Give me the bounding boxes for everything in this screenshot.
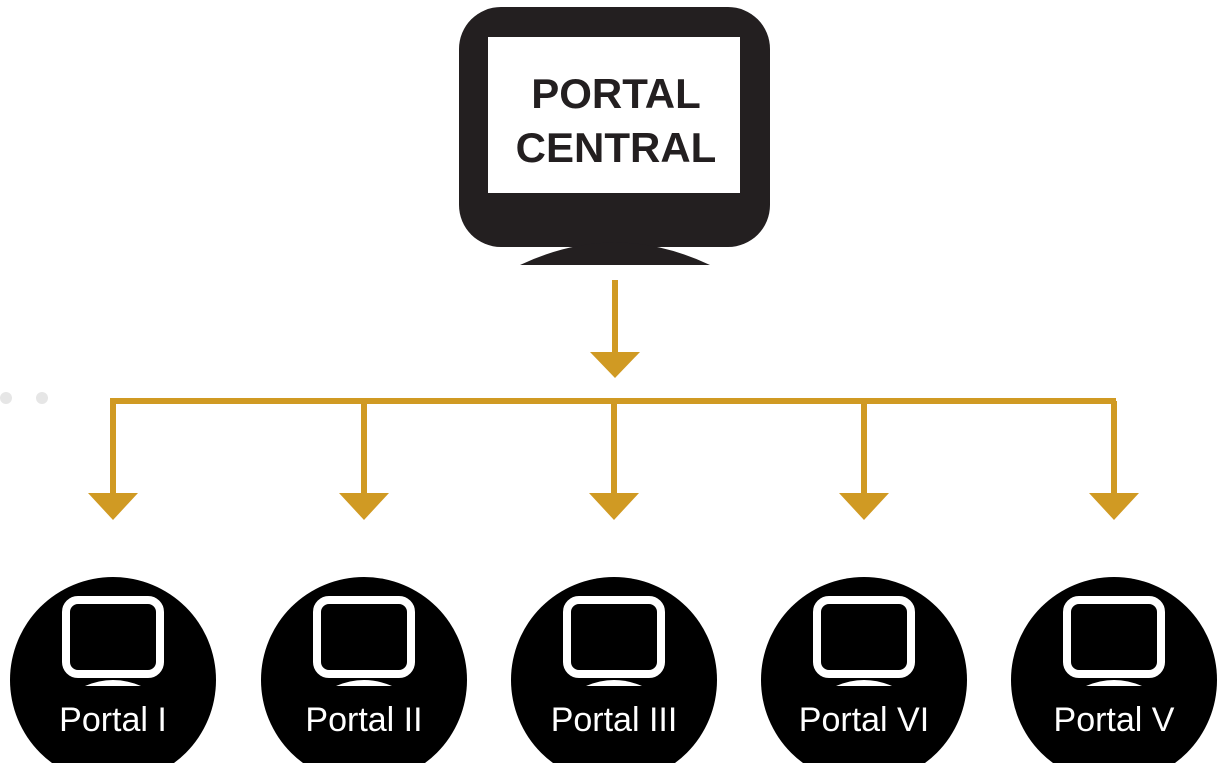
portal-node: Portal III	[511, 401, 717, 768]
central-label-line1: PORTAL	[531, 70, 701, 117]
portal-node: Portal V	[1011, 401, 1217, 768]
connectors	[110, 280, 1116, 404]
portal-label: Portal III	[551, 701, 678, 739]
central-down-arrowhead	[590, 352, 640, 378]
monitor-icon-stand	[336, 680, 392, 686]
central-monitor: PORTAL CENTRAL	[459, 7, 770, 265]
decor-dot	[0, 392, 12, 404]
monitor-icon-stand	[85, 680, 141, 686]
monitor-icon-frame	[1063, 596, 1165, 678]
portal-label: Portal II	[305, 701, 422, 739]
monitor-icon	[62, 596, 164, 686]
monitor-icon-stand	[586, 680, 642, 686]
decor-dot	[36, 392, 48, 404]
portal-branch-arrowhead	[88, 493, 138, 520]
portal-branch-arrowhead	[1089, 493, 1139, 520]
portal-node: Portal VI	[761, 401, 967, 768]
portal-branch-arrowhead	[589, 493, 639, 520]
portal-nodes: Portal I Portal II Portal III Portal VI Port…	[10, 401, 1217, 768]
central-monitor-screen	[488, 37, 740, 193]
monitor-icon	[563, 596, 665, 686]
central-monitor-stand	[520, 242, 710, 265]
portal-label: Portal V	[1054, 701, 1175, 739]
portal-node: Portal I	[10, 401, 216, 768]
monitor-icon	[1063, 596, 1165, 686]
central-label-line2: CENTRAL	[516, 124, 717, 171]
portal-node: Portal II	[261, 401, 467, 768]
portal-label: Portal I	[59, 701, 167, 739]
monitor-icon	[313, 596, 415, 686]
portal-label: Portal VI	[799, 701, 929, 739]
monitor-icon-stand	[836, 680, 892, 686]
portal-branch-arrowhead	[339, 493, 389, 520]
decorative-dots	[0, 392, 48, 404]
monitor-icon-stand	[1086, 680, 1142, 686]
monitor-icon-frame	[62, 596, 164, 678]
monitor-icon-frame	[563, 596, 665, 678]
monitor-icon-frame	[313, 596, 415, 678]
portal-branch-arrowhead	[839, 493, 889, 520]
monitor-icon	[813, 596, 915, 686]
monitor-icon-frame	[813, 596, 915, 678]
